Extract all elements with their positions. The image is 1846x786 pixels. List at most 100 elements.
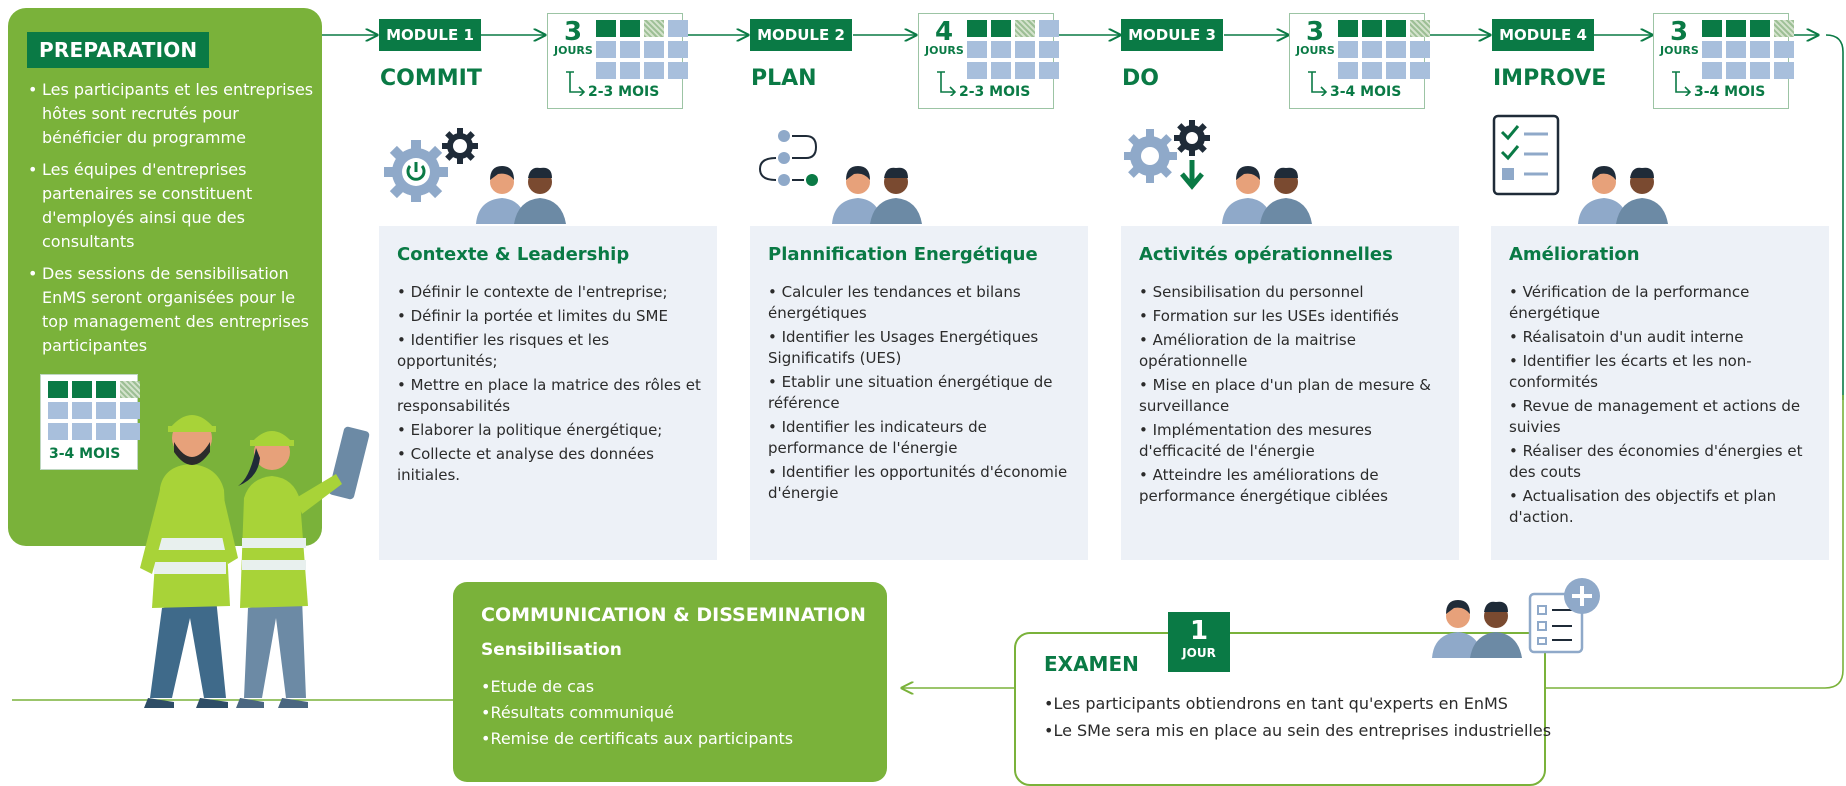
list-item: • Sensibilisation du personnel — [1139, 283, 1364, 301]
days-unit: JOUR — [1182, 646, 1216, 660]
duration-months: 2-3 MOIS — [588, 84, 660, 100]
list-item: • Actualisation des objectifs et plan d'… — [1509, 487, 1777, 526]
module-4-panel: Amélioration • Vérification de la perfor… — [1491, 226, 1829, 560]
return-arrow-icon — [1308, 71, 1328, 96]
list-item: Le SMe sera mis en place au sein des ent… — [1044, 717, 1551, 744]
duration-months: 3-4 MOIS — [49, 446, 121, 462]
list-item: Les participants obtiendrons en tant qu'… — [1044, 690, 1551, 717]
list-item: • Vérification de la performance énergét… — [1509, 283, 1750, 322]
list-item: • Collecte et analyse des données initia… — [397, 445, 654, 484]
list-item: • Identifier les risques et les opportun… — [397, 331, 610, 370]
list-item: Les participants et les entreprises hôte… — [26, 78, 318, 150]
communication-subtitle: Sensibilisation — [481, 640, 622, 660]
duration-months: 2-3 MOIS — [959, 84, 1031, 100]
list-item: • Définir le contexte de l'entreprise; — [397, 283, 668, 301]
clipboard-plus-icon — [1528, 578, 1600, 654]
people-icon — [1578, 166, 1668, 224]
examen-duration-badge: 1 JOUR — [1168, 612, 1230, 672]
list-item: • Implémentation des mesures d'efficacit… — [1139, 421, 1372, 460]
communication-panel: COMMUNICATION & DISSEMINATION Sensibilis… — [453, 582, 887, 782]
module-1-tag: MODULE 1 — [379, 19, 481, 51]
module-2-panel: Plannification Energétique • Calculer le… — [750, 226, 1088, 560]
examen-title: EXAMEN — [1044, 652, 1139, 676]
list-item: • Réaliser des économies d'énergies et d… — [1509, 442, 1803, 481]
days-count: 3 — [564, 17, 583, 47]
gear-power-icon — [384, 128, 478, 202]
panel-title: Plannification Energétique — [768, 244, 1038, 265]
calendar-icon — [48, 381, 140, 440]
list-item: Remise de certificats aux participants — [481, 726, 793, 752]
return-arrow-icon — [566, 71, 586, 96]
calendar-icon — [596, 20, 688, 79]
days-count: 3 — [1670, 17, 1689, 47]
list-item: Résultats communiqué — [481, 700, 793, 726]
list-item: • Formation sur les USEs identifiés — [1139, 307, 1399, 325]
list-item: • Identifier les Usages Energétiques Sig… — [768, 328, 1039, 367]
panel-list: • Calculer les tendances et bilans énerg… — [768, 282, 1078, 507]
days-unit: JOURS — [554, 44, 593, 57]
module-2-duration: 4 JOURS 2-3 MOIS — [918, 13, 1059, 109]
calendar-icon — [1702, 20, 1794, 79]
list-item: Les équipes d'entreprises partenaires se… — [26, 158, 318, 254]
preparation-duration-calendar: 3-4 MOIS — [40, 374, 140, 470]
list-item: • Mise en place d'un plan de mesure & su… — [1139, 376, 1431, 415]
module-2-tag: MODULE 2 — [750, 19, 852, 51]
panel-title: Activités opérationnelles — [1139, 244, 1393, 265]
preparation-title: PREPARATION — [27, 32, 210, 68]
module-2-name: PLAN — [751, 66, 817, 91]
calendar-icon — [967, 20, 1059, 79]
list-item: • Revue de management et actions de suiv… — [1509, 397, 1801, 436]
days-unit: JOURS — [1296, 44, 1335, 57]
list-item: • Amélioration de la maitrise opérationn… — [1139, 331, 1356, 370]
people-icon — [1432, 600, 1522, 658]
panel-title: Amélioration — [1509, 244, 1640, 265]
people-icon — [832, 166, 922, 224]
duration-months: 3-4 MOIS — [1694, 84, 1766, 100]
module-1-name: COMMIT — [380, 66, 482, 91]
checklist-icon — [1492, 114, 1560, 196]
workers-illustration — [140, 415, 370, 708]
days-count: 4 — [935, 17, 954, 47]
panel-list: • Vérification de la performance énergét… — [1509, 282, 1819, 531]
preparation-list: Les participants et les entreprises hôte… — [26, 78, 318, 366]
list-item: • Réalisatoin d'un audit interne — [1509, 328, 1744, 346]
module-3-name: DO — [1122, 66, 1159, 91]
days-unit: JOURS — [1660, 44, 1699, 57]
module-3-panel: Activités opérationnelles • Sensibilisat… — [1121, 226, 1459, 560]
module-1-panel: Contexte & Leadership • Définir le conte… — [379, 226, 717, 560]
list-item: • Etablir une situation énergétique de r… — [768, 373, 1053, 412]
list-item: • Identifier les indicateurs de performa… — [768, 418, 987, 457]
people-icon — [1222, 166, 1312, 224]
list-item: Des sessions de sensibilisation EnMS ser… — [26, 262, 318, 358]
gears-download-icon — [1124, 120, 1210, 190]
duration-months: 3-4 MOIS — [1330, 84, 1402, 100]
module-4-duration: 3 JOURS 3-4 MOIS — [1653, 13, 1794, 109]
return-arrow-icon — [937, 71, 957, 96]
flow-process-icon — [758, 130, 818, 186]
module-4-name: IMPROVE — [1493, 66, 1607, 91]
panel-list: • Définir le contexte de l'entreprise; •… — [397, 282, 707, 489]
panel-list: • Sensibilisation du personnel • Formati… — [1139, 282, 1449, 510]
panel-title: Contexte & Leadership — [397, 244, 630, 265]
list-item: • Identifier les écarts et les non-confo… — [1509, 352, 1752, 391]
days-unit: JOURS — [925, 44, 964, 57]
communication-list: Etude de cas Résultats communiqué Remise… — [481, 674, 793, 752]
people-icon — [476, 166, 566, 224]
module-4-tag: MODULE 4 — [1492, 19, 1594, 51]
communication-title: COMMUNICATION & DISSEMINATION — [481, 604, 866, 626]
flow-connectors — [12, 0, 1844, 701]
list-item: • Calculer les tendances et bilans énerg… — [768, 283, 1021, 322]
examen-list: Les participants obtiendrons en tant qu'… — [1044, 690, 1551, 744]
list-item: • Identifier les opportunités d'économie… — [768, 463, 1068, 502]
return-arrow-icon — [1672, 71, 1692, 96]
list-item: • Définir la portée et limites du SME — [397, 307, 668, 325]
module-3-duration: 3 JOURS 3-4 MOIS — [1289, 13, 1430, 109]
days-count: 1 — [1189, 616, 1209, 646]
list-item: • Elaborer la politique énergétique; — [397, 421, 663, 439]
calendar-icon — [1338, 20, 1430, 79]
list-item: • Mettre en place la matrice des rôles e… — [397, 376, 701, 415]
module-1-duration: 3 JOURS 2-3 MOIS — [547, 13, 688, 109]
module-3-tag: MODULE 3 — [1121, 19, 1223, 51]
list-item: • Atteindre les améliorations de perform… — [1139, 466, 1388, 505]
days-count: 3 — [1306, 17, 1325, 47]
